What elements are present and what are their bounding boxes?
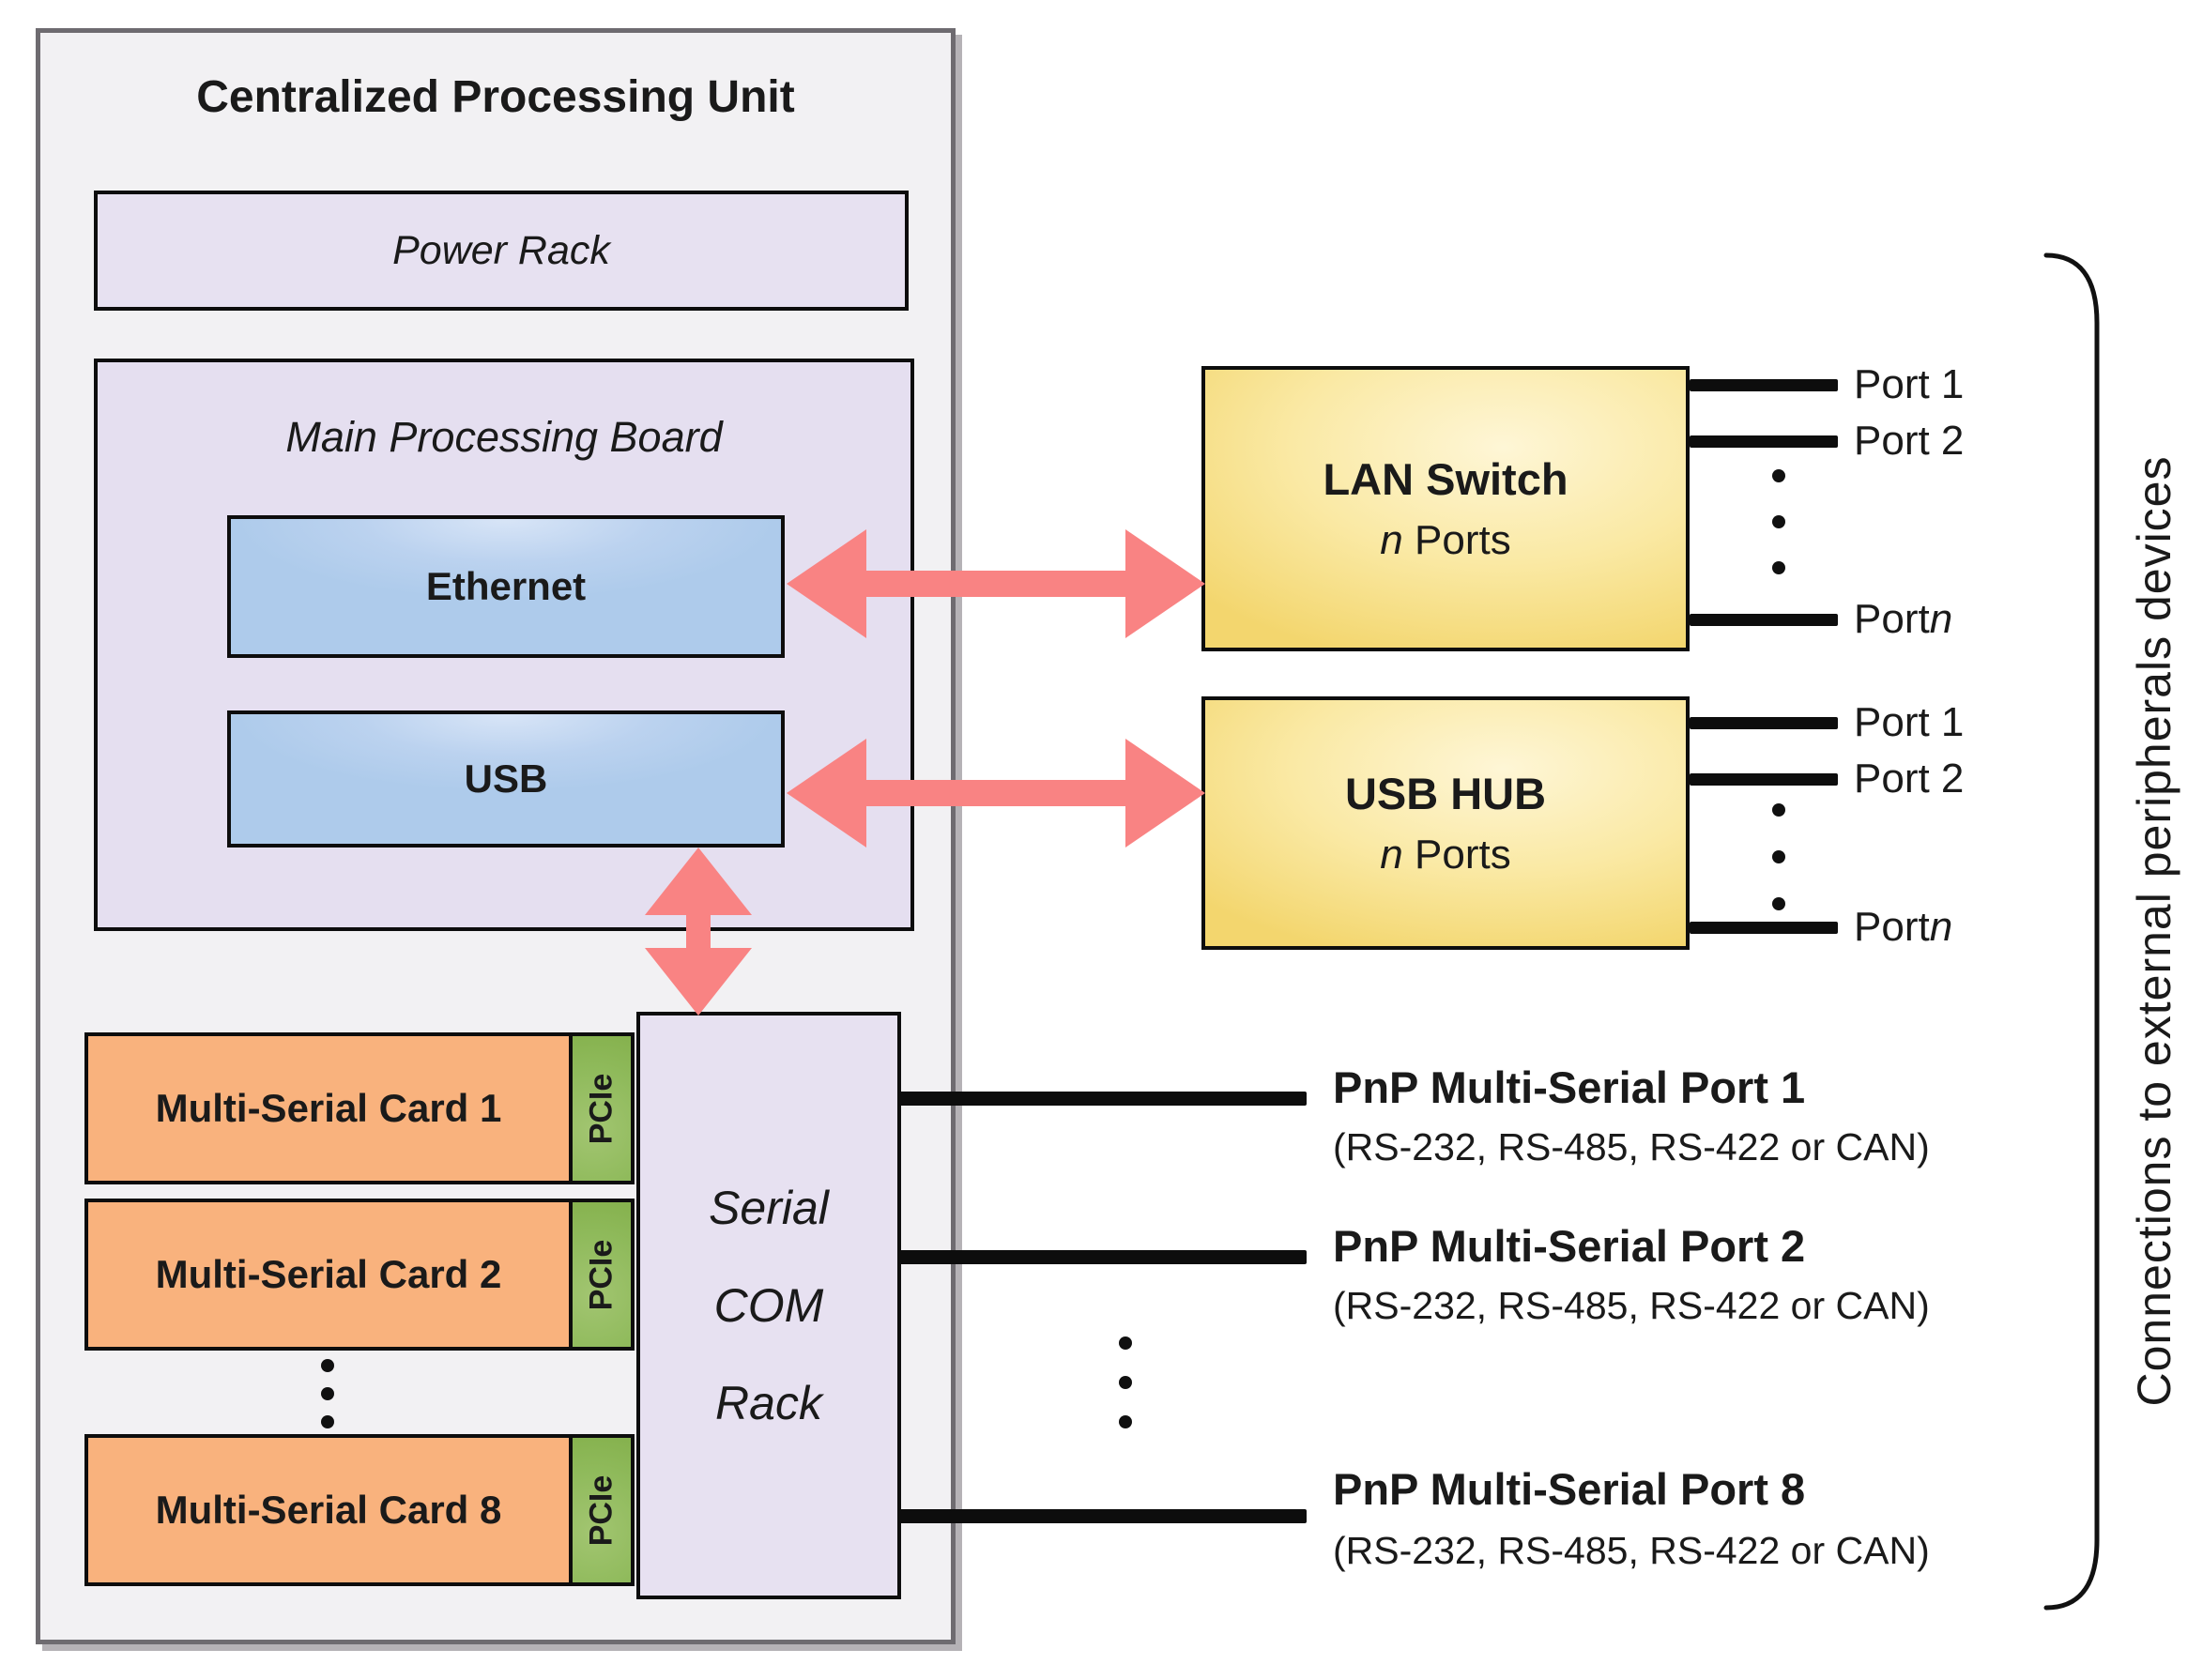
pcie-connector-1: PCIe xyxy=(569,1032,635,1184)
usb-hub-block: USB HUB n Ports xyxy=(1201,696,1690,950)
usb-hub-title: USB HUB xyxy=(1344,768,1547,818)
pnp-port-1-subtitle: (RS-232, RS-485, RS-422 or CAN) xyxy=(1333,1124,1930,1168)
serial-com-rack-block: Serial COM Rack xyxy=(636,1012,901,1599)
lan-switch-block: LAN Switch n Ports xyxy=(1201,366,1690,651)
ethernet-block: Ethernet xyxy=(227,515,785,658)
cards-ellipsis-dot xyxy=(321,1387,334,1400)
multi-serial-card-1: Multi-Serial Card 1 xyxy=(84,1032,573,1184)
serial-com-rack-line2: COM xyxy=(713,1279,824,1332)
pcie-connector-8: PCIe xyxy=(569,1434,635,1586)
cpu-title: Centralized Processing Unit xyxy=(196,71,795,122)
lan-port-line-2 xyxy=(1690,435,1838,448)
pnp-port-8-subtitle: (RS-232, RS-485, RS-422 or CAN) xyxy=(1333,1528,1930,1572)
lan-ports-ellipsis-dot xyxy=(1772,515,1785,528)
usb-hub-subtitle: n Ports xyxy=(1380,831,1511,878)
lan-ports-ellipsis-dot xyxy=(1772,561,1785,574)
pcie-connector-8-label: PCIe xyxy=(583,1474,620,1546)
multi-serial-card-1-label: Multi-Serial Card 1 xyxy=(155,1086,502,1130)
main-processing-board-title: Main Processing Board xyxy=(285,413,723,461)
lan-switch-subtitle: n Ports xyxy=(1380,516,1511,563)
pnp-port-1-title: PnP Multi-Serial Port 1 xyxy=(1333,1061,1806,1112)
ethernet-label: Ethernet xyxy=(425,564,587,608)
multi-serial-card-2: Multi-Serial Card 2 xyxy=(84,1199,573,1351)
power-rack-label: Power Rack xyxy=(392,227,610,273)
lan-port-label-n: Port n xyxy=(1854,596,1953,642)
lan-switch-title: LAN Switch xyxy=(1323,453,1568,504)
hub-ports-ellipsis-dot xyxy=(1772,897,1785,910)
multi-serial-card-8: Multi-Serial Card 8 xyxy=(84,1434,573,1586)
hub-port-line-1 xyxy=(1690,717,1838,729)
hub-port-label-2: Port 2 xyxy=(1854,756,1965,802)
pnp-port-8-title: PnP Multi-Serial Port 8 xyxy=(1333,1463,1806,1514)
usb-block: USB xyxy=(227,710,785,848)
lan-ports-ellipsis-dot xyxy=(1772,469,1785,482)
pnp-ports-ellipsis-dot xyxy=(1119,1336,1132,1350)
lan-port-line-1 xyxy=(1690,379,1838,391)
lan-port-label-2: Port 2 xyxy=(1854,418,1965,464)
pnp-ports-ellipsis-dot xyxy=(1119,1376,1132,1389)
lan-port-line-n xyxy=(1690,614,1838,626)
pcie-connector-2: PCIe xyxy=(569,1199,635,1351)
cards-ellipsis-dot xyxy=(321,1415,334,1428)
hub-ports-ellipsis-dot xyxy=(1772,803,1785,817)
serial-com-rack-line1: Serial xyxy=(709,1182,829,1234)
pnp-port-2-subtitle: (RS-232, RS-485, RS-422 or CAN) xyxy=(1333,1283,1930,1327)
multi-serial-card-2-label: Multi-Serial Card 2 xyxy=(155,1252,502,1296)
hub-port-label-1: Port 1 xyxy=(1854,699,1965,745)
hub-port-line-n xyxy=(1690,922,1838,934)
multi-serial-card-8-label: Multi-Serial Card 8 xyxy=(155,1488,502,1532)
external-peripherals-label: Connections to external peripherals devi… xyxy=(2128,455,2180,1407)
pcie-connector-2-label: PCIe xyxy=(583,1239,620,1310)
lan-port-label-1: Port 1 xyxy=(1854,361,1965,407)
power-rack-block: Power Rack xyxy=(94,191,909,311)
hub-ports-ellipsis-dot xyxy=(1772,850,1785,863)
hub-port-line-2 xyxy=(1690,773,1838,786)
pnp-port-2-title: PnP Multi-Serial Port 2 xyxy=(1333,1220,1806,1271)
cards-ellipsis-dot xyxy=(321,1359,334,1372)
pcie-connector-1-label: PCIe xyxy=(583,1073,620,1144)
pnp-port-line-2 xyxy=(899,1250,1307,1264)
pnp-ports-ellipsis-dot xyxy=(1119,1415,1132,1428)
pnp-port-line-1 xyxy=(899,1092,1307,1106)
usb-label: USB xyxy=(464,756,548,801)
serial-com-rack-line3: Rack xyxy=(715,1377,822,1429)
pnp-port-line-8 xyxy=(899,1509,1307,1523)
hub-port-label-n: Port n xyxy=(1854,904,1953,950)
